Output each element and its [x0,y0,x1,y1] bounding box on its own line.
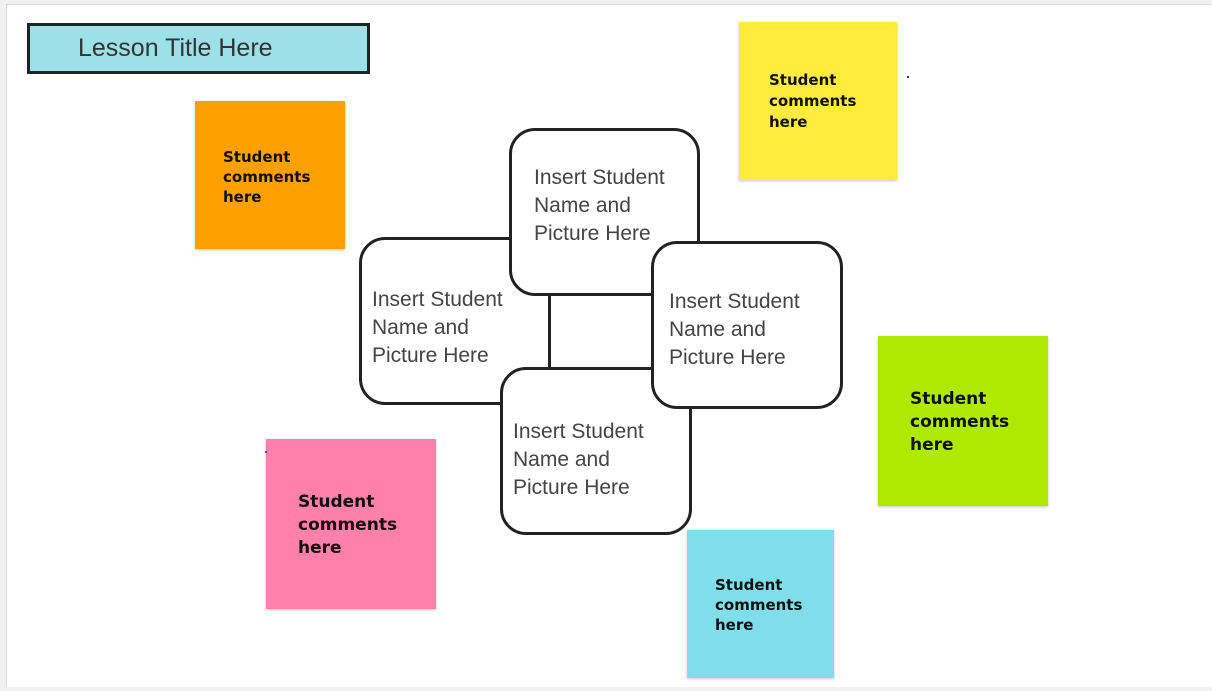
student-card-right[interactable]: Insert Student Name and Picture Here [651,241,843,409]
lesson-title-box[interactable]: Lesson Title Here [27,23,370,74]
sticky-note-text: Student [298,492,375,512]
sticky-note-text: here [769,113,808,131]
student-card-text: Picture Here [534,222,651,245]
sticky-note-text: Student [769,71,837,89]
sticky-note-cyan[interactable]: Student comments here [687,530,834,678]
student-card-text: Name and [513,448,610,471]
sticky-note-text: comments [715,596,803,614]
stray-dot [265,451,267,453]
sticky-note-yellow[interactable]: Student comments here [739,22,897,180]
student-card-text: Insert Student [513,420,644,443]
sticky-note-text: comments [298,515,398,535]
sticky-note-pink[interactable]: Student comments here [266,439,436,609]
slide-canvas[interactable]: Lesson Title Here Student comments here … [6,4,1212,687]
sticky-note-text: Student [910,389,987,409]
sticky-note-text: Student [715,576,783,594]
sticky-note-text: here [223,188,262,206]
student-card-text: Name and [372,316,469,339]
student-card-text: Insert Student [372,288,503,311]
student-card-bottom[interactable]: Insert Student Name and Picture Here [500,367,692,535]
sticky-note-text: here [910,435,954,455]
sticky-note-text: Student [223,148,291,166]
sticky-note-orange[interactable]: Student comments here [195,101,345,249]
stray-dot [907,76,909,78]
student-card-text: Picture Here [669,346,786,369]
student-card-text: Picture Here [513,476,630,499]
student-card-text: Insert Student [534,166,665,189]
lesson-title: Lesson Title Here [78,34,273,62]
sticky-note-text: comments [223,168,311,186]
student-card-text: Name and [669,318,766,341]
sticky-note-text: comments [910,412,1010,432]
student-card-text: Name and [534,194,631,217]
sticky-note-text: here [715,616,754,634]
student-card-text: Insert Student [669,290,800,313]
student-card-text: Picture Here [372,344,489,367]
sticky-note-text: comments [769,92,857,110]
sticky-note-text: here [298,538,342,558]
sticky-note-lime[interactable]: Student comments here [878,336,1048,506]
